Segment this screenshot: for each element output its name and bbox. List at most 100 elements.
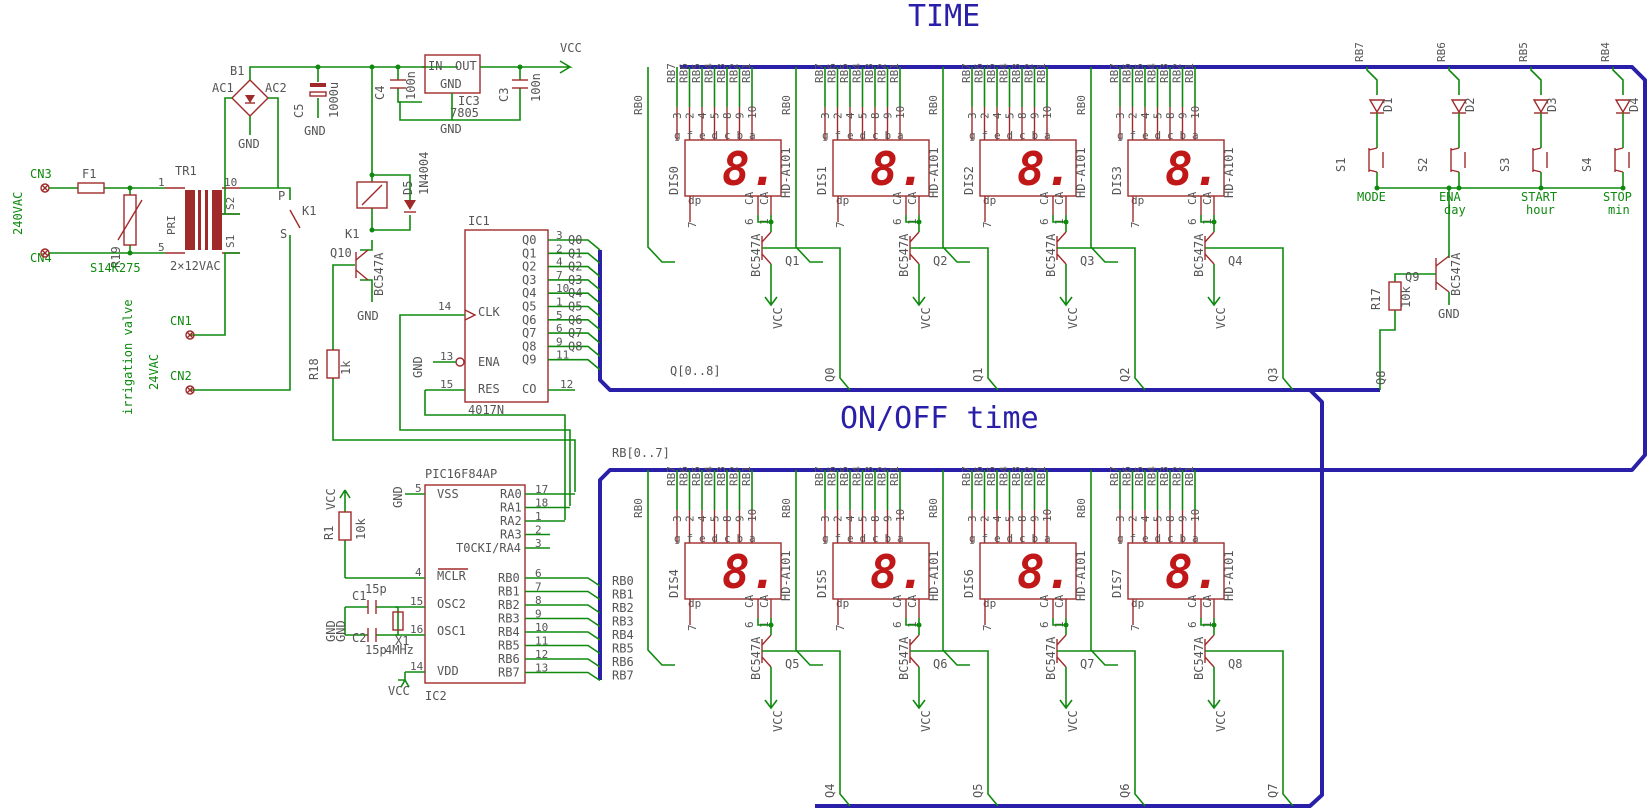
- mcu-rb-net-label: RB2: [612, 601, 634, 615]
- svg-text:GND: GND: [334, 620, 348, 642]
- display-seg-letter: e: [1142, 129, 1149, 142]
- svg-text:RES: RES: [478, 382, 500, 396]
- transistor-label: Q8: [1228, 657, 1242, 671]
- display-seg-letter: b: [737, 532, 744, 545]
- drive-label: Q0: [823, 368, 837, 382]
- display-seg-pin: 5: [709, 515, 722, 522]
- key-rb-label: RB4: [1599, 42, 1612, 62]
- svg-text:D5: D5: [401, 181, 415, 195]
- svg-text:VCC: VCC: [324, 488, 338, 510]
- display-seg-letter: e: [994, 532, 1001, 545]
- ca-label: CA: [743, 191, 756, 205]
- display-seg-letter: b: [1180, 129, 1187, 142]
- pin-6: 6: [743, 621, 756, 628]
- transistor-label: Q5: [785, 657, 799, 671]
- display-pin-label: RB7: [665, 466, 678, 486]
- mcu-rb-net-label: RB3: [612, 615, 634, 629]
- transformer-tr1: [165, 187, 240, 254]
- display-seg-letter: c: [872, 532, 879, 545]
- svg-text:GND: GND: [304, 124, 326, 138]
- mcu-ra-label: RA1: [500, 501, 522, 515]
- drive-label: Q7: [1266, 784, 1280, 798]
- ic1-pin-number: 3: [556, 229, 563, 242]
- diode-d1: [1368, 99, 1386, 114]
- ic1-output-label: Q1: [522, 246, 536, 260]
- svg-text:14: 14: [410, 660, 424, 673]
- display-seg-letter: f: [835, 532, 842, 545]
- dp-label: dp: [1131, 597, 1144, 610]
- ca-label: CA: [1186, 191, 1199, 205]
- display-pin-label: RB2: [728, 63, 741, 83]
- transistor-part: BC547A: [897, 233, 911, 277]
- display-pin-label: RB2: [876, 63, 889, 83]
- display-seg-letter: a: [897, 532, 904, 545]
- connector-cn1: [185, 330, 195, 340]
- display-seg-pin: 10: [1189, 106, 1202, 119]
- display-seg-pin: 2: [979, 515, 992, 522]
- display-pin-label: RB4: [703, 466, 716, 486]
- display-seg-pin: 10: [746, 509, 759, 522]
- display-seg-pin: 3: [1114, 112, 1127, 119]
- vcc-label: VCC: [1214, 307, 1228, 329]
- seven-segment-display: [979, 542, 1077, 600]
- display-pin-label: RB5: [690, 63, 703, 83]
- mcu-ra-label: T0CKI/RA4: [456, 541, 521, 555]
- display-seg-letter: b: [737, 129, 744, 142]
- mcu-rb-label: RB0: [498, 571, 520, 585]
- display-part: HD-A101: [1074, 147, 1088, 198]
- drive-label: Q5: [971, 784, 985, 798]
- pin-7: 7: [686, 221, 699, 228]
- display-part: HD-A101: [927, 147, 941, 198]
- label-vcc-top: VCC: [560, 41, 582, 55]
- svg-text:IC3: IC3: [458, 94, 480, 108]
- display-seg-letter: e: [994, 129, 1001, 142]
- display-seg-letter: g: [674, 129, 681, 142]
- display-seg-pin: 4: [844, 112, 857, 119]
- display-pin-label: RB7: [960, 466, 973, 486]
- display-seg-pin: 9: [1029, 515, 1042, 522]
- display-seg-letter: a: [1192, 532, 1199, 545]
- display-seg-pin: 9: [734, 112, 747, 119]
- display-pin-label: RB3: [1158, 63, 1171, 83]
- ic1-bus-label: Q2: [568, 260, 582, 274]
- display-name: DIS0: [667, 166, 681, 195]
- bridge-rectifier-b1: [231, 79, 269, 117]
- display-seg-pin: 3: [1114, 515, 1127, 522]
- svg-text:X1: X1: [395, 634, 409, 648]
- drive-label: Q1: [971, 368, 985, 382]
- display-pin-label: RB1: [1183, 466, 1196, 486]
- display-seg-pin: 5: [709, 112, 722, 119]
- display-name: DIS3: [1110, 166, 1124, 195]
- drive-label: Q2: [1118, 368, 1132, 382]
- svg-text:C3: C3: [497, 88, 511, 102]
- svg-text:CN1: CN1: [170, 314, 192, 328]
- display-seg-pin: 10: [1189, 509, 1202, 522]
- svg-text:PIC16F84AP: PIC16F84AP: [425, 467, 497, 481]
- display-seg-letter: b: [1180, 532, 1187, 545]
- seven-segment-display: [979, 139, 1077, 197]
- mcu-ra-label: RA0: [500, 487, 522, 501]
- ic1-bus-label: Q1: [568, 246, 582, 260]
- display-seg-letter: e: [847, 532, 854, 545]
- display-pin-label: RB4: [1146, 466, 1159, 486]
- ca-label: CA: [1053, 594, 1066, 608]
- display-pin-label: RB6: [826, 63, 839, 83]
- display-seg-letter: c: [872, 129, 879, 142]
- display-seg-pin: 8: [1164, 112, 1177, 119]
- gnd-label: GND: [1438, 307, 1460, 321]
- display-pin-label: RB5: [985, 63, 998, 83]
- display-unit-2: RB73gRB62fRB54eRB45dRB38cRB29bRB110aRB08…: [927, 63, 1146, 391]
- display-seg-pin: 5: [857, 112, 870, 119]
- display-seg-pin: 8: [869, 112, 882, 119]
- dp-label: dp: [983, 194, 996, 207]
- transistor-label: Q2: [933, 254, 947, 268]
- ca-label: CA: [891, 594, 904, 608]
- switch-label: S1: [1334, 158, 1348, 172]
- ic1-bus-label: Q6: [568, 313, 582, 327]
- display-seg-letter: b: [1032, 129, 1039, 142]
- svg-text:VCC: VCC: [388, 684, 410, 698]
- svg-text:S2: S2: [224, 197, 237, 210]
- seven-segment-display: [684, 542, 782, 600]
- label-cn3: CN3: [30, 167, 52, 181]
- seven-segment-display: [684, 139, 782, 197]
